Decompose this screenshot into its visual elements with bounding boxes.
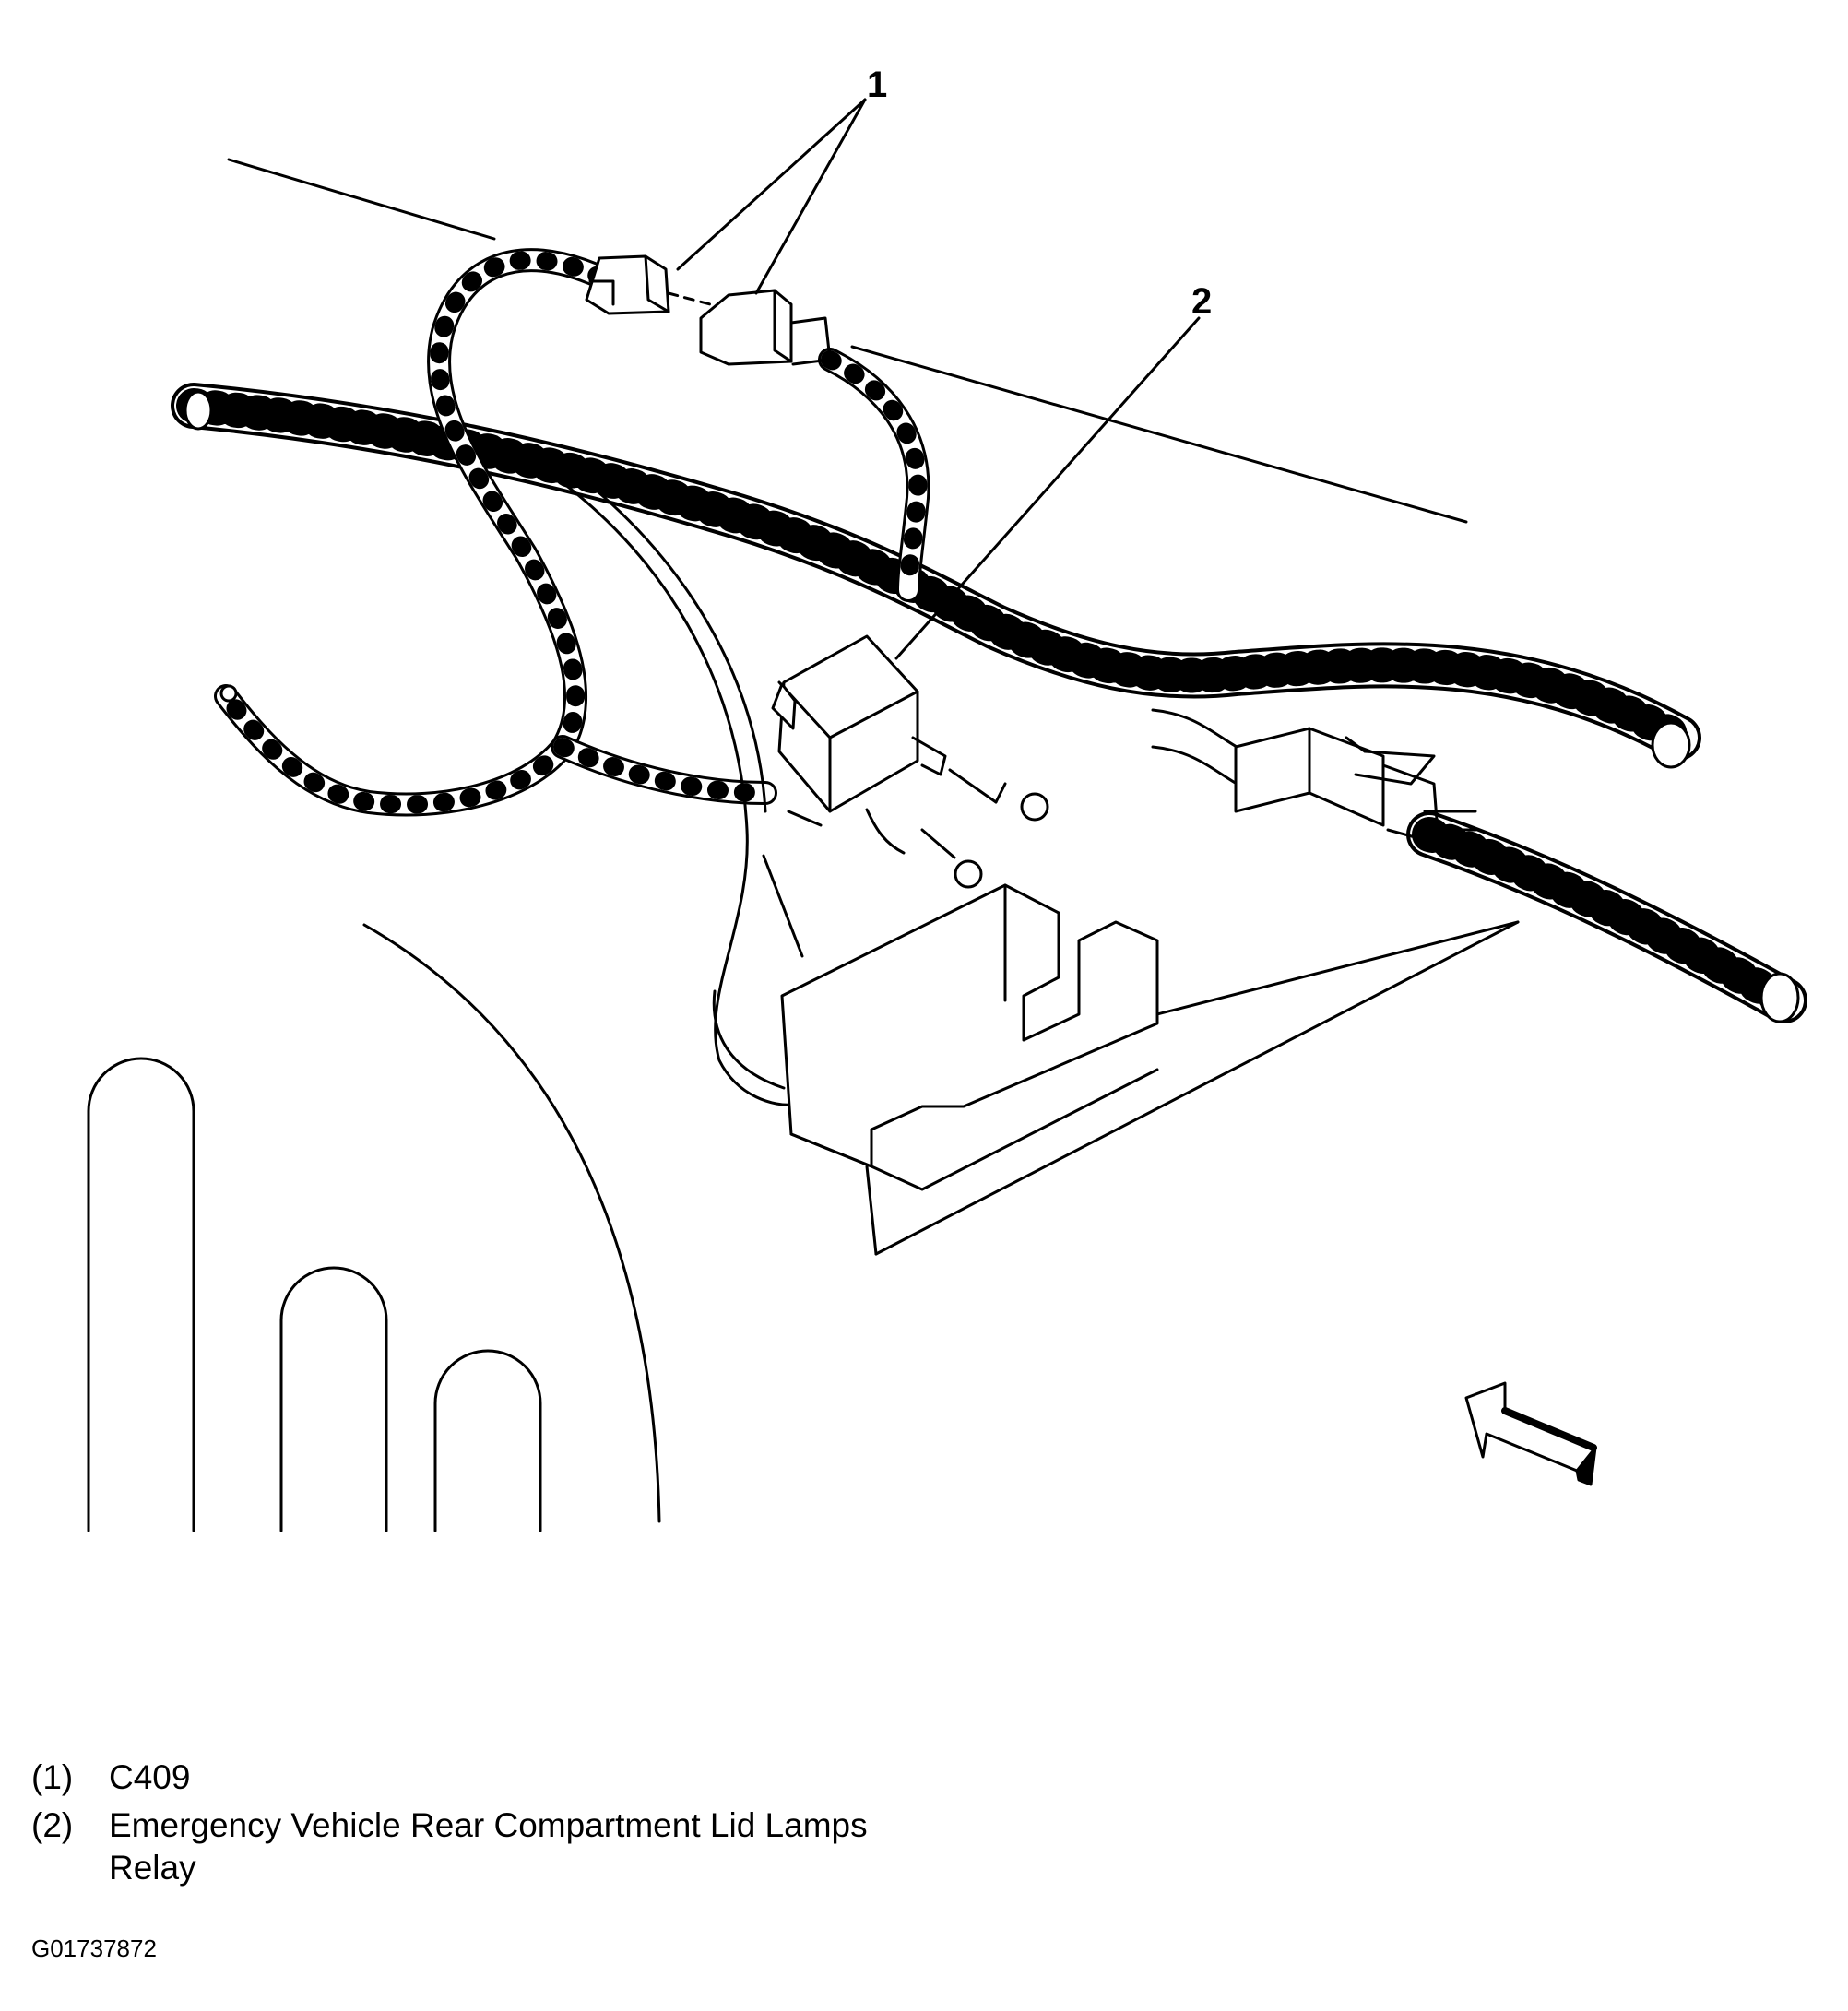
legend-text: Emergency Vehicle Rear Compartment Lid L… — [109, 1806, 868, 1887]
legend-number: (2) — [31, 1806, 74, 1844]
legend: (1) C409 (2) Emergency Vehicle Rear Comp… — [31, 1757, 883, 1889]
lower-right-wire-harness — [1406, 811, 1807, 1023]
smooth-conduit — [515, 450, 795, 1106]
loop-wire-harness — [214, 248, 930, 817]
panel-lines — [227, 158, 1520, 1523]
view-direction-arrow-icon — [1464, 1381, 1597, 1486]
legend-text: C409 — [109, 1758, 191, 1796]
legend-number: (1) — [31, 1758, 74, 1796]
inline-connector — [1151, 708, 1477, 846]
figure-id: G01737872 — [31, 1934, 157, 1962]
relay — [771, 634, 1049, 889]
main-wire-harness — [171, 383, 1701, 769]
legend-item: (1) C409 — [31, 1757, 883, 1799]
access-openings — [87, 1057, 542, 1532]
c409-connector — [585, 254, 832, 366]
callout-1: 1 — [867, 65, 887, 105]
callout-2: 2 — [1191, 281, 1212, 322]
callout-leaders — [676, 98, 1201, 958]
legend-item: (2) Emergency Vehicle Rear Compartment L… — [31, 1804, 883, 1889]
mounting-bracket — [780, 883, 1520, 1256]
